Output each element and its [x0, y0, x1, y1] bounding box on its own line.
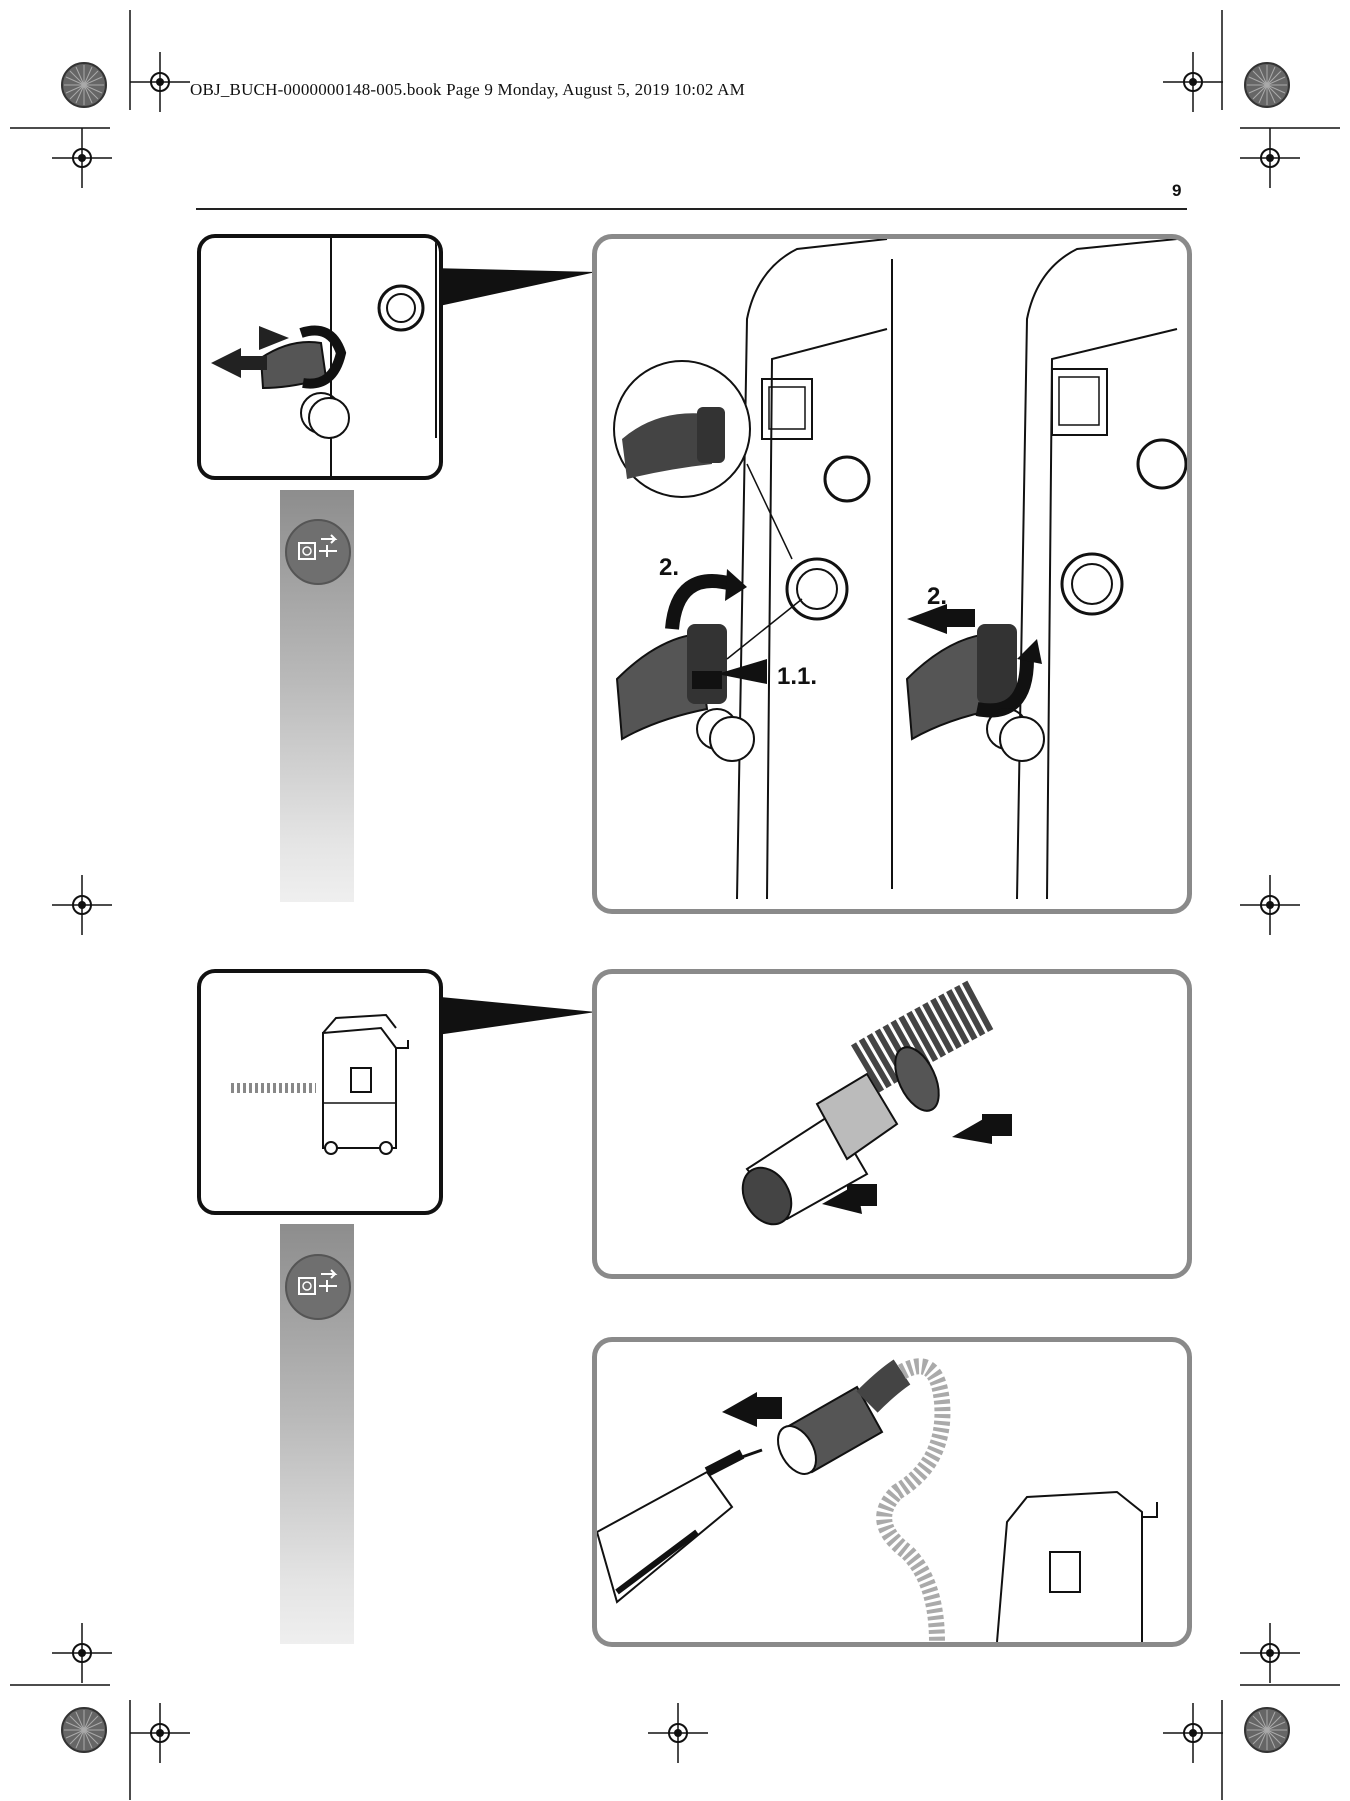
callout-vacuum-unit — [197, 969, 443, 1215]
color-target-bottom-left — [61, 1707, 107, 1753]
panel-hose-connect: 2. 1.1. 2. — [592, 234, 1192, 914]
vacuum-hose-attach-illustration: 2. 1.1. 2. — [613, 239, 1187, 900]
color-target-top-left — [61, 62, 107, 108]
crosshair-bottom-center — [647, 1702, 709, 1764]
color-target-bottom-right — [1244, 1707, 1290, 1753]
unplug-before-work-icon — [285, 519, 351, 585]
step-label-remove: 2. — [927, 583, 947, 610]
crosshair-top-left — [129, 51, 191, 113]
page-number: 9 — [1172, 181, 1182, 200]
panel-tool-connect — [592, 1337, 1192, 1647]
color-target-top-right — [1244, 62, 1290, 108]
crosshair-bottom-left — [129, 1702, 191, 1764]
step-label-rotate: 2. — [659, 554, 679, 581]
step-label-push: 1.1. — [777, 663, 817, 690]
crosshair-left-upper — [51, 127, 113, 189]
crosshair-right-lower — [1239, 1622, 1301, 1684]
crosshair-bottom-right — [1162, 1702, 1224, 1764]
vacuum-unit-thumbnail — [231, 1013, 409, 1155]
callout-hose-connect — [197, 234, 443, 480]
panel-adapter-fit — [592, 969, 1192, 1279]
unplug-before-work-icon-2 — [285, 1254, 351, 1320]
callout-pointer-1 — [430, 268, 596, 308]
callout-pointer-2 — [430, 996, 596, 1036]
print-header: OBJ_BUCH-0000000148-005.book Page 9 Mond… — [190, 80, 745, 99]
header-rule — [196, 208, 1187, 210]
hose-rotate-detail-illustration — [211, 238, 437, 476]
crosshair-right-middle — [1239, 874, 1301, 936]
crosshair-left-lower — [51, 1622, 113, 1684]
crosshair-left-middle — [51, 874, 113, 936]
crosshair-right-upper — [1239, 127, 1301, 189]
crosshair-top-right — [1162, 51, 1224, 113]
hose-adapter-illustration — [741, 979, 1012, 1226]
tool-to-vacuum-illustration — [597, 1358, 1158, 1642]
